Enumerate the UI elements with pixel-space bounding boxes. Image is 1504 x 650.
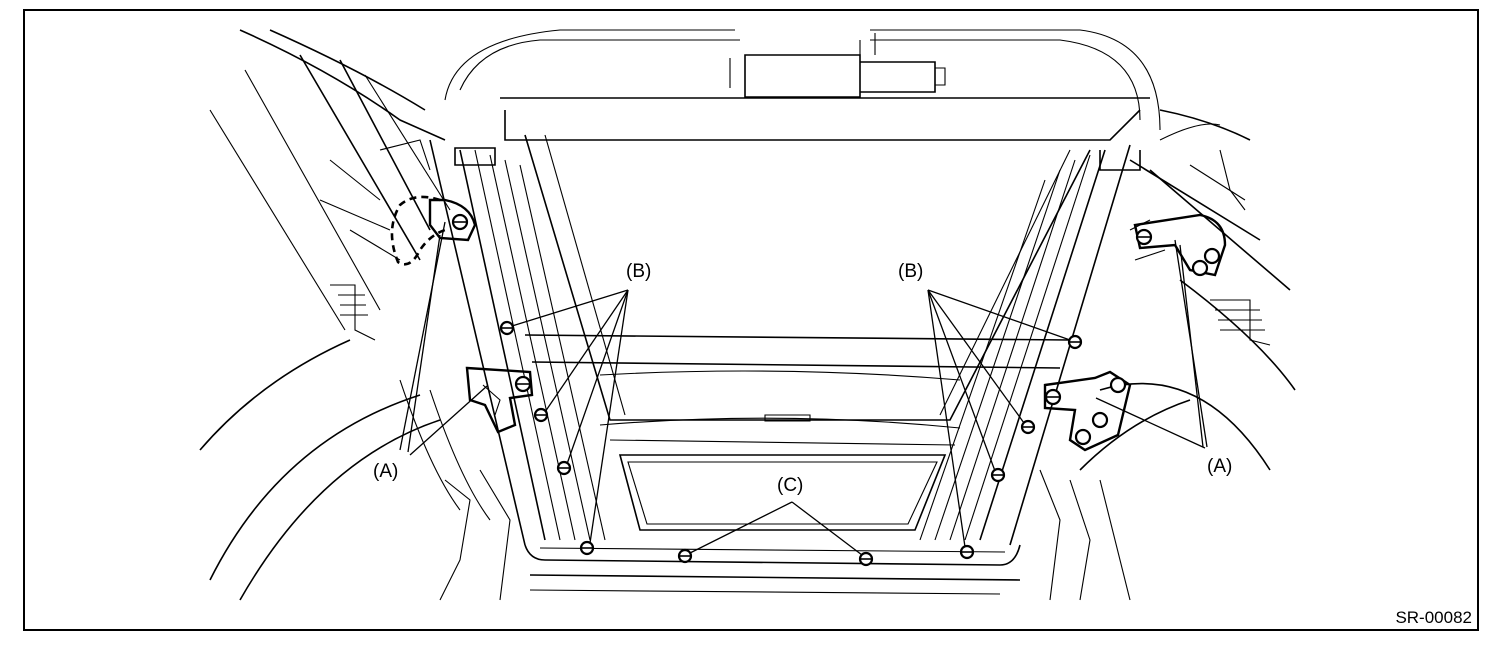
bolt-b-left-3: [556, 460, 572, 476]
leaders-b-left: [511, 289, 629, 544]
bolt-b-right-3: [990, 467, 1006, 483]
bolt-a-left-lower: [514, 375, 532, 393]
callout-c: (C): [777, 475, 804, 496]
bracket-a-left-lower: [465, 366, 534, 434]
bolt-b-right-1: [1067, 334, 1083, 350]
bolt-c-1: [677, 548, 693, 564]
drawing-code: SR-00082: [1395, 608, 1472, 627]
roof-frame-outline: [429, 29, 1161, 595]
bolt-a-right-lower-1: [1044, 388, 1062, 406]
bolt-c-2: [858, 551, 874, 567]
callout-b-right: (B): [898, 261, 924, 282]
callout-b-left: (B): [626, 261, 652, 282]
bracket-a-right-lower: [1043, 370, 1132, 452]
leaders-b-right: [927, 289, 1071, 548]
callout-a-right: (A): [1207, 456, 1233, 477]
left-body-structure: [199, 29, 511, 601]
right-body-structure: [1039, 109, 1296, 601]
bracket-a-left-upper: [428, 198, 477, 242]
bolt-b-left-2: [533, 407, 549, 423]
callout-a-left: (A): [373, 461, 399, 482]
bolt-b-left-1: [499, 320, 515, 336]
bolt-a-right-upper-2: [1191, 247, 1221, 277]
leaders-a-right: [1095, 239, 1208, 449]
bolt-b-right-4: [959, 544, 975, 560]
bolt-b-left-4: [579, 540, 595, 556]
leaders-c: [689, 501, 863, 556]
bracket-a-right-upper: [1133, 213, 1227, 277]
bolt-b-right-2: [1020, 419, 1036, 435]
leaders-a-left: [399, 221, 488, 456]
bolt-a-left-upper: [451, 213, 469, 231]
bolt-a-right-upper-1: [1135, 228, 1153, 246]
bolt-a-right-lower-2: [1074, 376, 1127, 446]
